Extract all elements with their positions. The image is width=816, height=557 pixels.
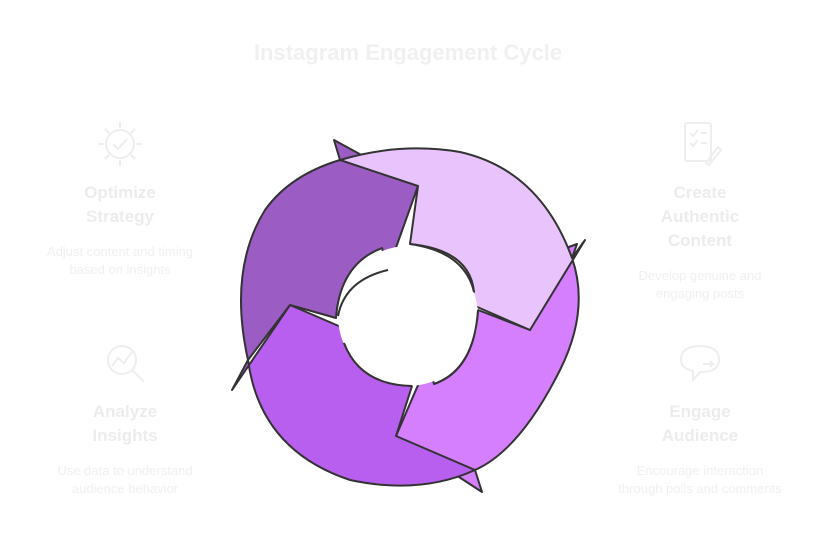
chat-bubble-icon <box>679 344 721 383</box>
step-heading: Audience <box>661 426 739 445</box>
step-description: Develop genuine and engaging posts <box>638 268 762 301</box>
step-description: Adjust content and timing based on insig… <box>47 244 193 277</box>
arrow-create-content <box>339 147 586 331</box>
cycle-center-hole <box>338 246 478 386</box>
step-heading: Strategy <box>85 207 155 226</box>
step-description: Encourage interaction through polls and … <box>618 463 782 496</box>
arrow-inner-outline <box>337 243 479 387</box>
step-heading: Analyze <box>92 402 158 421</box>
diagram-title: Instagram Engagement Cycle <box>253 40 563 65</box>
step-create-content: Create Authentic Content Develop genuine… <box>615 117 785 303</box>
magnify-chart-icon <box>107 345 145 383</box>
arrow-optimize-strategy <box>240 139 419 361</box>
step-heading: Insights <box>92 426 158 445</box>
step-heading: Authentic <box>660 207 740 226</box>
step-description: Use data to understand audience behavior <box>57 463 193 496</box>
step-heading: Optimize <box>84 183 156 202</box>
step-heading: Engage <box>669 402 731 421</box>
gear-check-icon <box>98 122 142 166</box>
step-analyze-insights: Analyze Insights Use data to understand … <box>40 336 210 498</box>
step-heading: Create <box>673 183 727 202</box>
step-engage-audience: Engage Audience Encourage interaction th… <box>615 336 785 498</box>
step-optimize-strategy: Optimize Strategy Adjust content and tim… <box>40 117 200 279</box>
document-edit-icon <box>684 122 723 167</box>
step-heading: Content <box>667 231 733 250</box>
